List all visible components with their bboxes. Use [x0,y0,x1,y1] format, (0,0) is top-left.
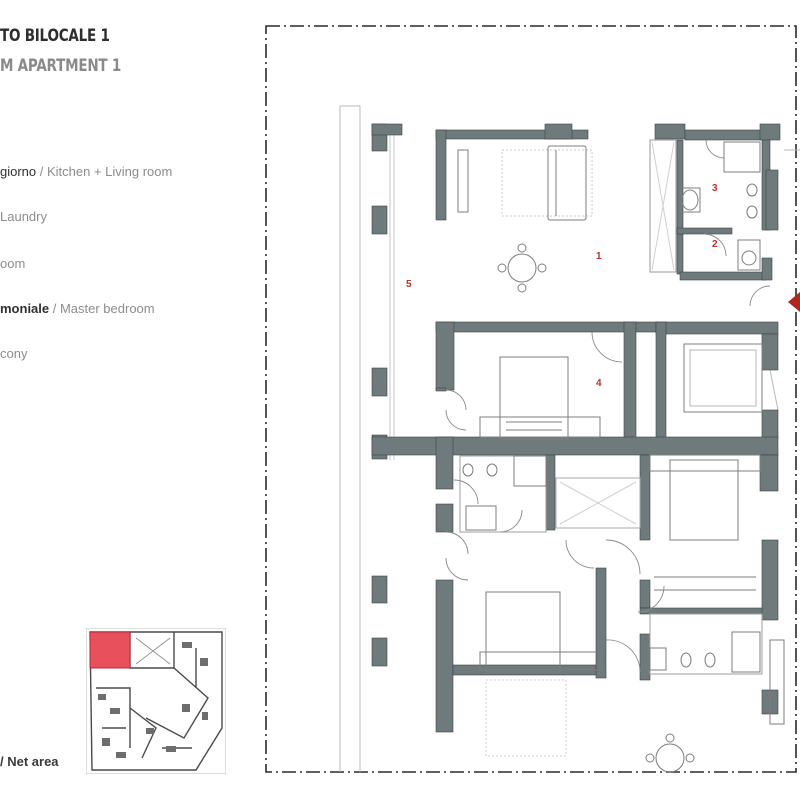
room-label-1: 1 [596,251,602,262]
legend-item-laundry: Laundry [0,209,47,224]
net-area-label: / Net area [0,754,59,769]
legend-item-en: cony [0,346,28,361]
door-swings [445,139,771,673]
legend-item-it: giorno [0,164,37,179]
building-outline [339,105,800,772]
furniture [457,139,785,773]
key-plan-highlight [89,631,131,669]
legend-item-en: / Kitchen + Living room [36,164,173,179]
property-boundary [265,25,797,773]
legend-item-living: giorno / Kitchen + Living room [0,164,172,179]
legend-item-bathroom: oom [0,256,25,271]
legend-item-balcony: cony [0,346,27,361]
legend-item-en: oom [0,256,26,271]
room-label-2: 2 [712,239,718,250]
apartment-title-italian: TO BILOCALE 1 [0,26,110,45]
legend-item-master-bedroom: moniale / Master bedroom [0,301,155,316]
room-label-4: 4 [596,378,602,389]
entrance-marker-icon [788,292,800,312]
legend-item-en: / Master bedroom [49,301,155,316]
legend-item-en: Laundry [0,209,47,224]
room-label-5: 5 [406,279,412,290]
apartment-title-english: M APARTMENT 1 [0,56,122,75]
key-plan [86,628,226,774]
legend-item-it: moniale [0,301,50,316]
walls [371,123,781,733]
balcony-edge [389,130,395,460]
room-labels: 1 2 3 4 5 [406,183,718,389]
room-label-3: 3 [712,183,718,194]
